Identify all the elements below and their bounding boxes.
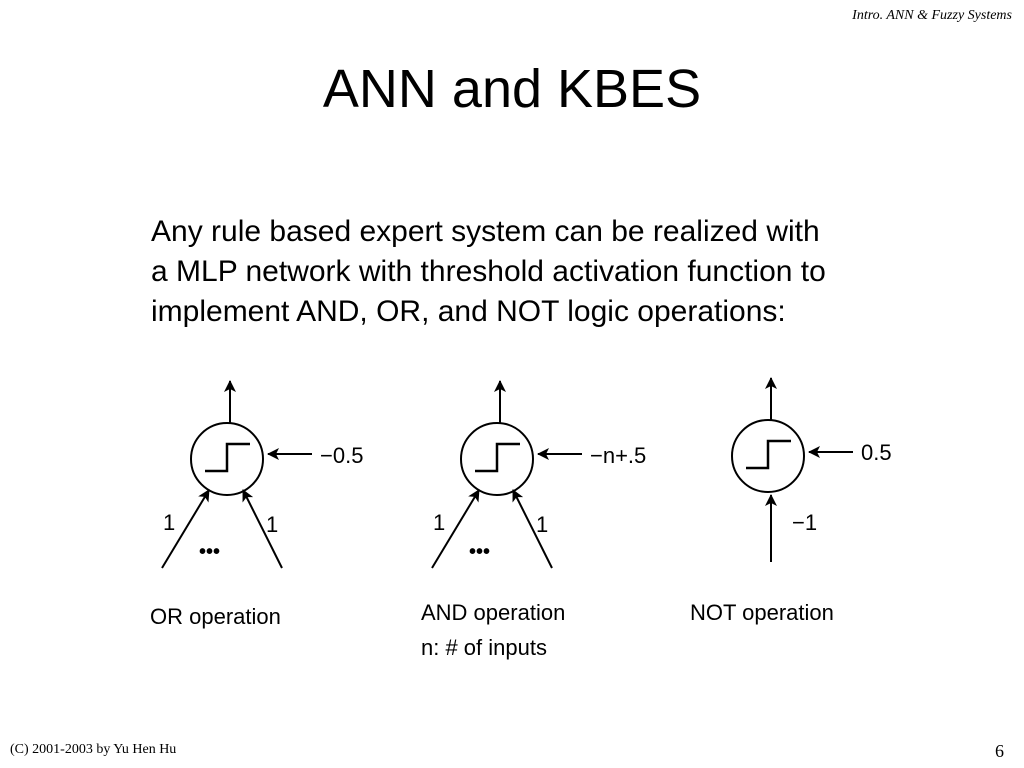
and-caption: AND operation <box>421 600 565 625</box>
or-weight-1-label: 1 <box>163 510 175 535</box>
and-input-1-arrow <box>431 489 480 569</box>
and-ellipsis: ••• <box>469 541 490 563</box>
not-diagram: 0.5 −1 NOT operation <box>690 377 892 625</box>
page-number: 6 <box>995 741 1004 761</box>
or-bias-label: −0.5 <box>320 443 363 468</box>
not-bias-label: 0.5 <box>861 440 892 465</box>
not-step-icon <box>746 439 791 470</box>
or-weight-2-label: 1 <box>266 512 278 537</box>
not-weight-label: −1 <box>792 510 817 535</box>
or-diagram: −0.5 1 1 ••• OR operation <box>150 380 363 629</box>
and-input-2-arrow <box>512 489 553 569</box>
slide-title: ANN and KBES <box>322 59 702 119</box>
not-caption: NOT operation <box>690 600 834 625</box>
and-neuron <box>460 422 534 496</box>
and-weight-1-label: 1 <box>433 510 445 535</box>
body-line-3: implement AND, OR, and NOT logic operati… <box>151 295 786 328</box>
or-step-icon <box>205 442 250 473</box>
and-diagram: −n+.5 1 1 ••• AND operation n: # of inpu… <box>421 380 646 660</box>
or-neuron <box>190 422 264 496</box>
and-subcaption: n: # of inputs <box>421 635 547 660</box>
not-neuron <box>731 419 805 493</box>
footer-copyright: (C) 2001-2003 by Yu Hen Hu <box>10 742 177 757</box>
body-line-1: Any rule based expert system can be real… <box>151 215 820 248</box>
or-input-1-arrow <box>161 489 210 569</box>
body-text: Any rule based expert system can be real… <box>151 212 951 332</box>
and-step-icon <box>475 442 520 473</box>
or-input-2-arrow <box>242 489 283 569</box>
and-bias-label: −n+.5 <box>590 443 646 468</box>
body-line-2: a MLP network with threshold activation … <box>151 255 826 288</box>
header-note: Intro. ANN & Fuzzy Systems <box>852 8 1012 23</box>
or-caption: OR operation <box>150 604 281 629</box>
or-ellipsis: ••• <box>199 541 220 563</box>
and-weight-2-label: 1 <box>536 512 548 537</box>
